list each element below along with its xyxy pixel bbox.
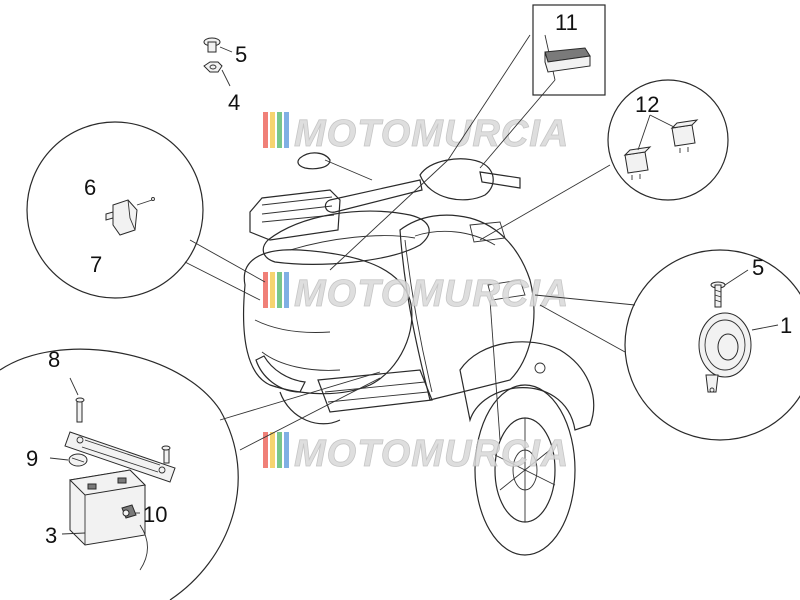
label-part-10: 10 xyxy=(143,502,167,527)
fuse-block-part-11 xyxy=(544,47,591,73)
relay-part-12-a xyxy=(623,146,652,180)
screw-part-5-top xyxy=(203,37,221,53)
relay-part-12-b xyxy=(670,119,699,153)
callout-circle-battery xyxy=(0,348,239,600)
watermark-text: MOTOMURCIA xyxy=(294,433,569,475)
callout-circle-horn xyxy=(624,249,800,441)
label-part-3: 3 xyxy=(45,523,57,548)
watermark-middle: MOTOMURCIA xyxy=(263,272,569,315)
label-part-9: 9 xyxy=(26,446,38,471)
watermark-bottom: MOTOMURCIA xyxy=(263,432,569,475)
watermark-text: MOTOMURCIA xyxy=(294,273,569,315)
bracket-part-9 xyxy=(68,453,88,467)
label-part-1: 1 xyxy=(780,313,792,338)
battery-strap-part-8 xyxy=(64,397,176,483)
callout-box-part-11 xyxy=(532,4,606,96)
screw-part-5-horn xyxy=(710,281,726,308)
watermark-text: MOTOMURCIA xyxy=(294,113,569,155)
label-part-11: 11 xyxy=(555,10,578,35)
label-part-12: 12 xyxy=(635,92,659,117)
label-part-7: 7 xyxy=(90,252,102,277)
label-part-5-horn: 5 xyxy=(752,255,764,280)
label-part-8: 8 xyxy=(48,347,60,372)
label-part-6: 6 xyxy=(84,175,96,200)
label-part-5-top: 5 xyxy=(235,42,247,67)
flasher-relay-part-7 xyxy=(105,197,155,236)
horn-part-1 xyxy=(698,312,752,393)
callout-circle-relays-12 xyxy=(607,79,729,201)
leader-lines xyxy=(184,34,636,451)
label-part-4: 4 xyxy=(228,90,240,115)
scooter-drawing xyxy=(242,152,595,556)
nut-part-4 xyxy=(203,61,223,73)
watermark-top: MOTOMURCIA xyxy=(263,112,569,155)
battery-part-3 xyxy=(68,469,148,571)
terminal-part-10 xyxy=(121,504,137,519)
callout-circle-relay-6-7 xyxy=(26,121,204,299)
